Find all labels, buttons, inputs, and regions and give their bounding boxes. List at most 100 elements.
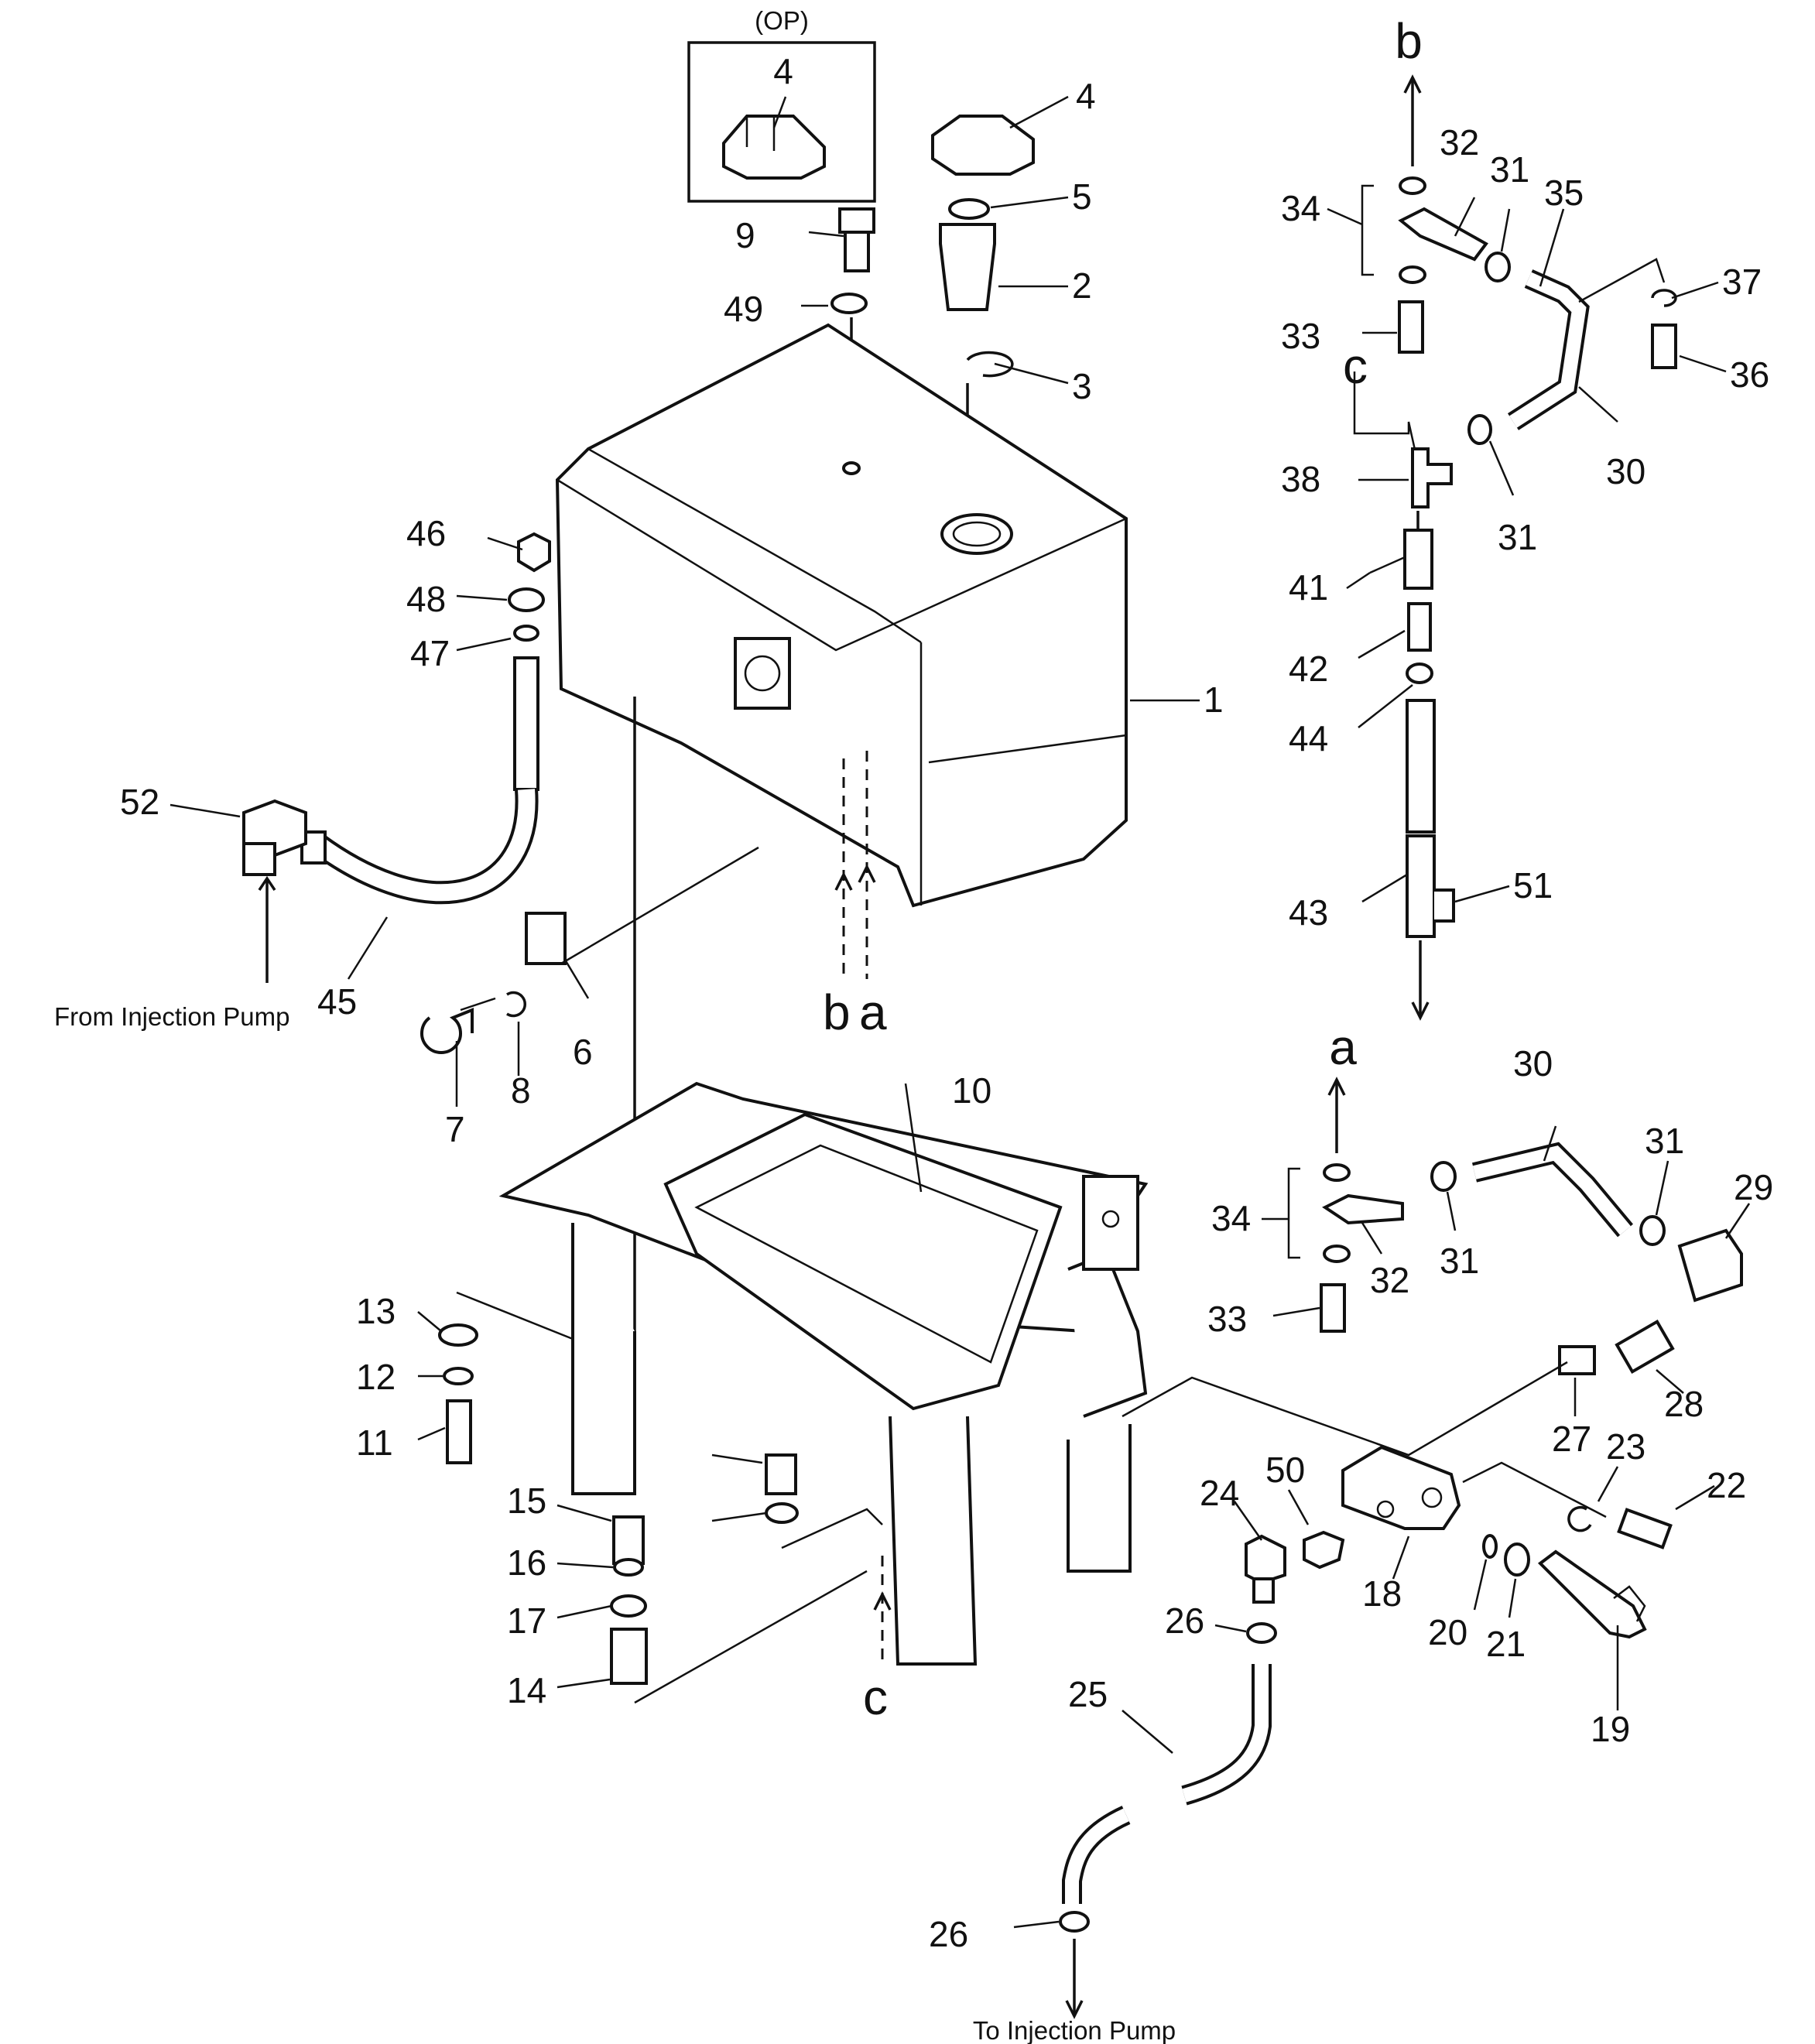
fuel-tank: 1	[555, 323, 1224, 908]
callout-19: 19	[1591, 1709, 1630, 1749]
tee-38-icon	[1411, 447, 1453, 508]
letter-c-frame: c	[863, 1669, 888, 1725]
callout-35: 35	[1544, 173, 1584, 213]
clamp-26a-icon	[1246, 1622, 1277, 1644]
mounting-hardware	[417, 1291, 892, 1704]
nut-48-icon	[508, 587, 545, 612]
letter-a-tank: a	[859, 984, 887, 1040]
washer-16-icon	[613, 1558, 644, 1577]
bracket-6-icon	[525, 912, 567, 965]
to-injection-pump-note: To Injection Pump	[973, 2016, 1176, 2044]
callout-31a: 31	[1490, 149, 1529, 190]
elbow-29-icon	[1677, 1228, 1743, 1303]
callout-42: 42	[1289, 649, 1328, 689]
callout-32b: 32	[1370, 1260, 1409, 1300]
callout-7: 7	[445, 1109, 465, 1149]
tank-support-frame: 10	[498, 1070, 1149, 1666]
washer-21-icon	[1504, 1542, 1530, 1577]
bolt-11-icon	[446, 1399, 472, 1464]
clamp-31d-icon	[1639, 1215, 1666, 1246]
washer-37-icon	[1651, 289, 1677, 307]
callout-48: 48	[406, 579, 446, 619]
callout-28: 28	[1664, 1384, 1704, 1424]
lockwasher-12-icon	[443, 1367, 474, 1385]
callout-38: 38	[1281, 459, 1320, 499]
callout-26a: 26	[1165, 1601, 1204, 1641]
elbow-46-icon	[517, 532, 551, 573]
callout-34a: 34	[1281, 188, 1320, 228]
letter-c-right: c	[1343, 338, 1368, 394]
upper-right-fuel-line	[1327, 74, 1727, 1021]
spacer-14-icon	[610, 1628, 648, 1685]
callout-24: 24	[1200, 1473, 1239, 1513]
callout-3: 3	[1072, 366, 1092, 406]
callout-43: 43	[1289, 892, 1328, 933]
elbow-24-icon	[1245, 1534, 1286, 1585]
bolt-33a-icon	[1398, 300, 1424, 354]
clamp-26b-icon	[1059, 1911, 1090, 1933]
supply-line-assembly	[1013, 1489, 1345, 2019]
clamp-44-icon	[1406, 663, 1433, 684]
connector-50-icon	[1303, 1530, 1345, 1570]
callout-29: 29	[1734, 1167, 1773, 1207]
tank-drain-connections	[633, 697, 876, 1378]
clamp-31a-icon	[1485, 252, 1511, 282]
valve-28-icon	[1615, 1319, 1675, 1375]
callout-52: 52	[120, 782, 159, 822]
callout-50: 50	[1265, 1450, 1305, 1490]
callout-23: 23	[1606, 1426, 1645, 1467]
callout-4: 4	[1076, 76, 1096, 116]
callout-34b: 34	[1211, 1198, 1251, 1238]
return-hose-assembly	[170, 532, 551, 983]
callout-30a: 30	[1606, 451, 1645, 491]
hose-43-icon	[1406, 699, 1436, 834]
water-separator-assembly	[1341, 1445, 1715, 1710]
callout-49: 49	[724, 289, 763, 329]
callout-2: 2	[1072, 265, 1092, 306]
callout-6: 6	[573, 1032, 593, 1072]
callout-17: 17	[507, 1601, 546, 1641]
callout-20: 20	[1428, 1612, 1467, 1652]
callout-31c: 31	[1645, 1121, 1684, 1161]
callout-45: 45	[317, 981, 357, 1022]
callout-33a: 33	[1281, 316, 1320, 356]
strainer-icon	[939, 223, 996, 311]
callout-37: 37	[1722, 262, 1762, 302]
callout-47: 47	[410, 633, 450, 673]
filler-parts	[801, 95, 1069, 499]
from-injection-pump-note: From Injection Pump	[54, 1002, 289, 1031]
snap-ring-23-icon	[1567, 1505, 1592, 1532]
callout-36: 36	[1730, 354, 1769, 395]
callout-18: 18	[1362, 1573, 1402, 1614]
callout-22: 22	[1707, 1465, 1746, 1505]
callout-16: 16	[507, 1542, 546, 1583]
snap-ring-icon	[966, 351, 1014, 378]
oring-47-icon	[513, 625, 539, 642]
connector-42-icon	[1407, 602, 1432, 652]
fuel-cap-icon	[931, 115, 1035, 176]
callout-13: 13	[356, 1291, 396, 1331]
filler-neck	[940, 513, 1013, 555]
letter-b-tank: b	[823, 984, 851, 1040]
callout-46: 46	[406, 513, 446, 553]
callout-26b: 26	[929, 1914, 968, 1954]
callout-8: 8	[511, 1070, 531, 1111]
callout-31b: 31	[1498, 517, 1537, 557]
callout-51: 51	[1513, 865, 1553, 906]
callout-21: 21	[1486, 1624, 1526, 1664]
banjo-32-icon	[1398, 207, 1488, 262]
callout-5: 5	[1072, 176, 1092, 217]
callout-9: 9	[735, 215, 755, 255]
bolt-7-icon	[420, 1008, 474, 1054]
letter-b-right: b	[1395, 13, 1423, 69]
callout-31d: 31	[1440, 1241, 1479, 1281]
washer-8-icon	[506, 991, 526, 1018]
option-cap-box: (OP)	[687, 6, 876, 203]
callout-25: 25	[1068, 1674, 1108, 1714]
bolt-15-icon	[612, 1515, 645, 1565]
lower-right-fuel-line	[1122, 1077, 1751, 1457]
callout-27: 27	[1552, 1419, 1591, 1459]
connector-27-icon	[1558, 1345, 1596, 1375]
banjo-32b-icon	[1322, 1193, 1404, 1225]
